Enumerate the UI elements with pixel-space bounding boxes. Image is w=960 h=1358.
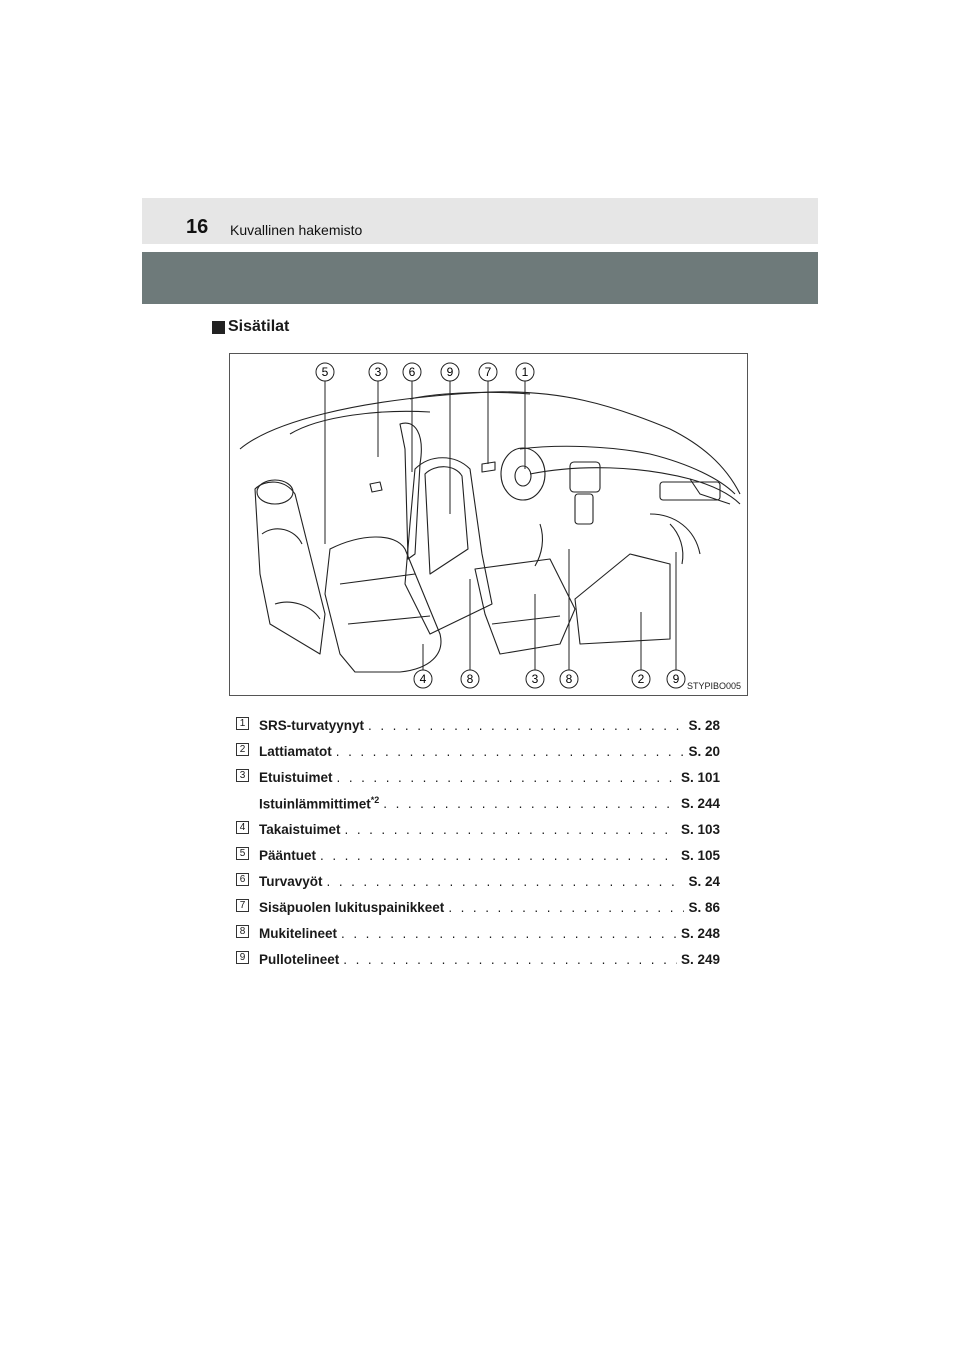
item-page-ref[interactable]: S. 86: [688, 900, 720, 915]
callout-3-top: 3: [368, 362, 388, 382]
legend-row[interactable]: Istuinlämmittimet*2 S. 244: [236, 785, 720, 812]
item-label: Sisäpuolen lukituspainikkeet: [259, 900, 445, 915]
car-interior-drawing: 5 3 6 9 7 1 4 8 3 8 2 9: [239, 362, 741, 689]
section-heading: Sisätilat: [212, 318, 289, 336]
item-page-ref[interactable]: S. 101: [680, 770, 720, 785]
callout-1-top: 1: [515, 362, 535, 382]
legend-row[interactable]: 3 Etuistuimet S. 101: [236, 759, 720, 785]
leader-dots: [337, 770, 677, 785]
callout-5-top: 5: [315, 362, 335, 382]
item-number-box: 7: [236, 899, 249, 912]
item-page-ref[interactable]: S. 28: [688, 718, 720, 733]
item-label: Etuistuimet: [259, 770, 333, 785]
heading-square-icon: [212, 320, 225, 334]
legend-list: 1 SRS-turvatyynyt S. 28 2 Lattiamatot S.…: [236, 707, 720, 967]
page-number: 16: [186, 216, 209, 238]
section-band: [142, 252, 818, 304]
item-page-ref[interactable]: S. 249: [680, 952, 720, 967]
footnote-marker: *2: [370, 794, 380, 805]
item-page-ref[interactable]: S. 20: [688, 744, 720, 759]
item-number-box: 5: [236, 847, 249, 860]
item-label: Istuinlämmittimet*2: [259, 795, 379, 812]
callout-label: 3: [375, 365, 382, 379]
item-label: Takaistuimet: [259, 822, 341, 837]
item-number-box: 1: [236, 717, 249, 730]
item-page-ref[interactable]: S. 24: [688, 874, 720, 889]
leader-dots: [341, 926, 677, 941]
interior-illustration: 5 3 6 9 7 1 4 8 3 8 2 9 STYPIBO005: [229, 353, 748, 696]
item-page-ref[interactable]: S. 244: [680, 796, 720, 811]
item-page-ref[interactable]: S. 105: [680, 848, 720, 863]
legend-row[interactable]: 5 Pääntuet S. 105: [236, 837, 720, 863]
item-number-box: 8: [236, 925, 249, 938]
callout-label: 6: [409, 365, 416, 379]
legend-row[interactable]: 1 SRS-turvatyynyt S. 28: [236, 707, 720, 733]
callout-label: 1: [522, 365, 529, 379]
callout-label: 8: [467, 672, 474, 686]
callout-4-bottom: 4: [413, 669, 433, 689]
item-page-ref[interactable]: S. 103: [680, 822, 720, 837]
callout-label: 9: [447, 365, 454, 379]
item-label: Pääntuet: [259, 848, 317, 863]
callout-2-bottom: 2: [631, 669, 651, 689]
leader-dots: [368, 718, 684, 733]
legend-row[interactable]: 6 Turvavyöt S. 24: [236, 863, 720, 889]
callout-8-bottom: 8: [460, 669, 480, 689]
item-label: Turvavyöt: [259, 874, 323, 889]
top-callouts: 5 3 6 9 7 1: [315, 362, 535, 382]
callout-9-bottom: 9: [666, 669, 686, 689]
callout-label: 2: [638, 672, 645, 686]
item-number-box: 3: [236, 769, 249, 782]
figure-code: STYPIBO005: [686, 681, 741, 691]
callout-label: 7: [485, 365, 492, 379]
callout-8b-bottom: 8: [559, 669, 579, 689]
item-page-ref[interactable]: S. 248: [680, 926, 720, 941]
callout-label: 5: [322, 365, 329, 379]
item-number-box: 2: [236, 743, 249, 756]
item-number-box: 9: [236, 951, 249, 964]
callout-3-bottom: 3: [525, 669, 545, 689]
leader-dots: [336, 744, 685, 759]
item-number-box: 6: [236, 873, 249, 886]
legend-row[interactable]: 2 Lattiamatot S. 20: [236, 733, 720, 759]
bottom-callouts: 4 8 3 8 2 9: [413, 669, 686, 689]
leader-dots: [345, 822, 677, 837]
item-number-box: 4: [236, 821, 249, 834]
leader-dots: [448, 900, 684, 915]
callout-label: 4: [420, 672, 427, 686]
header-bar: [142, 198, 818, 244]
item-label: Lattiamatot: [259, 744, 332, 759]
leader-dots: [327, 874, 685, 889]
callout-label: 9: [673, 672, 680, 686]
item-label: SRS-turvatyynyt: [259, 718, 365, 733]
callout-7-top: 7: [478, 362, 498, 382]
callout-label: 8: [566, 672, 573, 686]
leader-dots: [343, 952, 677, 967]
item-label-text: Istuinlämmittimet: [259, 796, 371, 811]
legend-row[interactable]: 9 Pullotelineet S. 249: [236, 941, 720, 967]
leader-dots: [383, 796, 677, 811]
callout-6-top: 6: [402, 362, 422, 382]
section-heading-text: Sisätilat: [228, 318, 290, 335]
legend-row[interactable]: 7 Sisäpuolen lukituspainikkeet S. 86: [236, 889, 720, 915]
legend-row[interactable]: 4 Takaistuimet S. 103: [236, 811, 720, 837]
leader-dots: [320, 848, 677, 863]
callout-label: 3: [532, 672, 539, 686]
header-title: Kuvallinen hakemisto: [230, 222, 363, 238]
legend-row[interactable]: 8 Mukitelineet S. 248: [236, 915, 720, 941]
callout-9-top: 9: [440, 362, 460, 382]
item-label: Mukitelineet: [259, 926, 338, 941]
item-label: Pullotelineet: [259, 952, 340, 967]
